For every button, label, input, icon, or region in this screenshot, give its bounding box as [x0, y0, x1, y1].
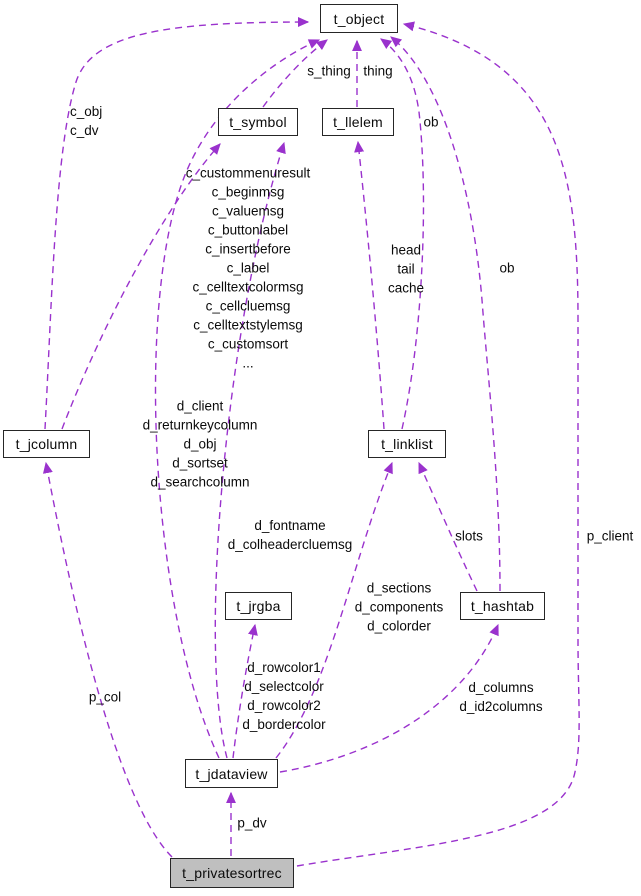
edge-label-jdataview-hashtab-members: d_columns d_id2columns: [459, 680, 543, 714]
edge-jcolumn-to-symbol: [61, 143, 221, 430]
edge-linklist-to-object: [380, 38, 425, 430]
node-t-privatesortrec[interactable]: t_privatesortrec: [170, 858, 294, 888]
edge-label-ob-linklist: ob: [423, 114, 439, 130]
edge-jdataview-to-symbol: [214, 141, 286, 759]
edge-jcolumn-to-object: [44, 17, 310, 430]
edge-label-jdataview-jrgba-members: d_rowcolor1 d_selectcolor d_rowcolor2 d_…: [242, 660, 326, 732]
edge-label-jdataview-linklist-members: d_sections d_components d_colorder: [354, 580, 444, 634]
edge-label-c-obj-c-dv: c_obj c_dv: [70, 104, 103, 138]
edge-label-s-thing: s_thing: [307, 63, 351, 79]
edge-label-head-tail-cache: head tail cache: [387, 242, 425, 296]
edge-jdataview-to-linklist: [275, 461, 393, 759]
edge-label-jdataview-symbol-members: d_fontname d_colheadercluemsg: [227, 518, 353, 552]
edge-label-jdataview-object-members: d_client d_returnkeycolumn d_obj d_sorts…: [142, 398, 258, 490]
edge-jdataview-to-jrgba: [232, 623, 258, 759]
edge-label-p-dv: p_dv: [237, 815, 267, 831]
edge-label-jcolumn-symbol-members: c_custommenuresult c_beginmsg c_valuemsg…: [185, 165, 311, 371]
edge-jdataview-to-hashtab: [279, 623, 499, 773]
edge-label-p-client: p_client: [586, 528, 634, 544]
edge-label-thing: thing: [363, 63, 393, 79]
node-t-llelem[interactable]: t_llelem: [322, 108, 394, 136]
node-t-object[interactable]: t_object: [320, 4, 398, 33]
node-t-linklist[interactable]: t_linklist: [368, 430, 446, 458]
edge-hashtab-to-linklist: [418, 461, 478, 592]
edge-label-p-col: p_col: [88, 689, 122, 705]
node-t-symbol[interactable]: t_symbol: [218, 108, 298, 136]
node-t-jdataview[interactable]: t_jdataview: [185, 759, 278, 788]
edge-privatesortrec-to-jcolumn: [42, 461, 173, 858]
edge-label-ob-hashtab: ob: [499, 260, 515, 276]
edge-label-slots: slots: [455, 528, 483, 544]
edge-linklist-to-llelem: [354, 140, 385, 430]
edge-privatesortrec-to-object-pclient: [296, 21, 580, 867]
edge-jdataview-to-object: [154, 39, 321, 759]
edge-hashtab-to-object: [390, 36, 501, 592]
edge-symbol-to-object: [262, 39, 328, 108]
node-t-hashtab[interactable]: t_hashtab: [460, 592, 545, 620]
node-t-jrgba[interactable]: t_jrgba: [225, 592, 292, 620]
node-t-jcolumn[interactable]: t_jcolumn: [3, 430, 90, 458]
